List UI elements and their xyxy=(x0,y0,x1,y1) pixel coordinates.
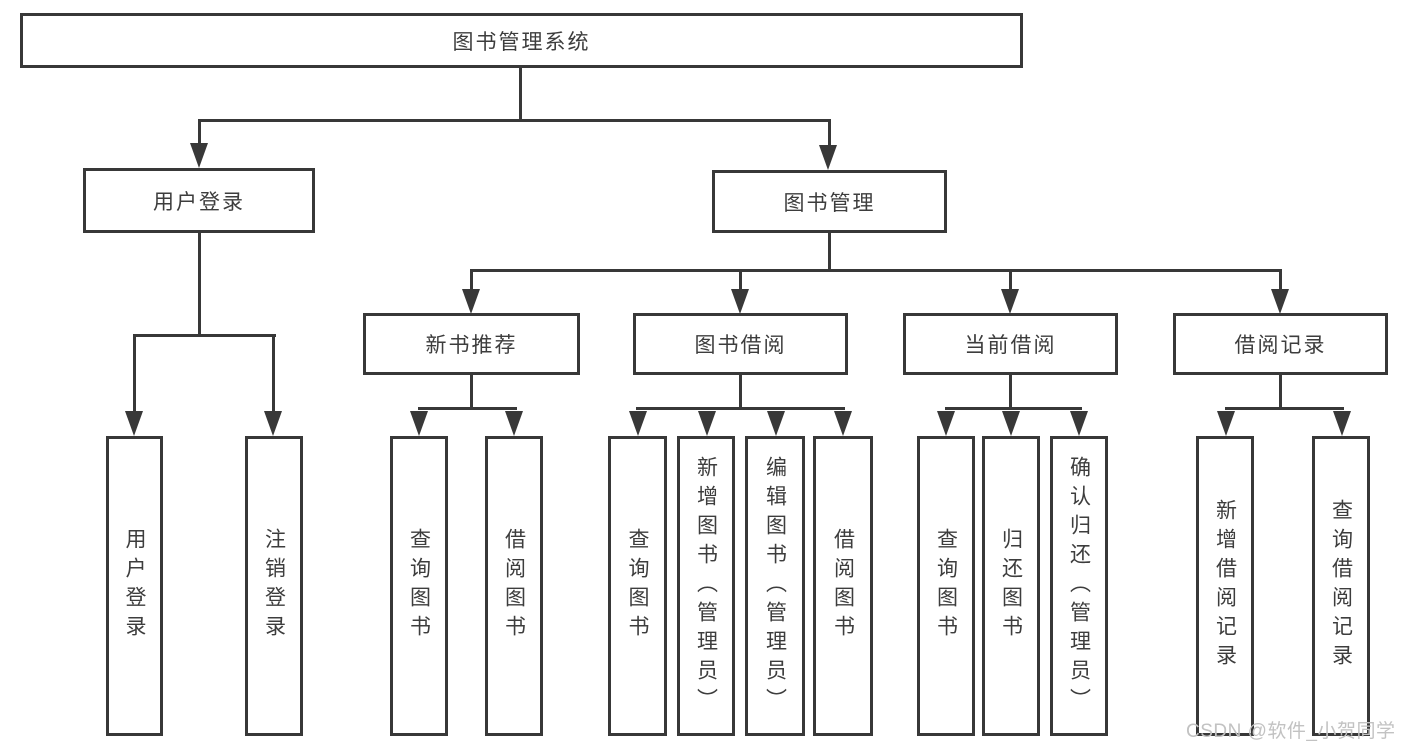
connector-book-mgmt-stub xyxy=(828,233,831,271)
leaf-current-query-book: 查询图书 xyxy=(917,436,975,736)
leaf-edit-book-admin: 编辑图书（管理员） xyxy=(745,436,805,736)
connector-book-mgmt-rail xyxy=(470,269,1282,272)
leaf-borrow-book-label: 借阅图书 xyxy=(831,528,855,644)
leaf-query-borrow-record-label: 查询借阅记录 xyxy=(1329,499,1353,673)
arrow-down xyxy=(190,143,208,168)
node-borrow-records-label: 借阅记录 xyxy=(1234,334,1327,357)
connector-stem xyxy=(133,336,136,412)
node-current-borrow: 当前借阅 xyxy=(903,313,1118,375)
leaf-recommend-borrow-book-label: 借阅图书 xyxy=(502,528,526,644)
node-root-label: 图书管理系统 xyxy=(452,30,591,54)
leaf-add-book-admin: 新增图书（管理员） xyxy=(677,436,735,736)
arrow-down xyxy=(505,411,523,436)
connector-stub xyxy=(1009,375,1012,409)
connector-rail xyxy=(1225,407,1344,410)
connector-rail xyxy=(418,407,517,410)
arrow-down xyxy=(698,411,716,436)
arrow-down xyxy=(410,411,428,436)
leaf-add-book-admin-label: 新增图书（管理员） xyxy=(694,455,718,717)
arrow-down xyxy=(1070,411,1088,436)
leaf-return-book: 归还图书 xyxy=(982,436,1040,736)
csdn-watermark: CSDN @软件_小贺同学 xyxy=(1186,721,1396,742)
leaf-logout: 注销登录 xyxy=(245,436,303,736)
node-book-management-label: 图书管理 xyxy=(783,191,876,215)
arrow-down xyxy=(1001,289,1019,314)
leaf-return-book-label: 归还图书 xyxy=(999,528,1023,644)
arrow-down xyxy=(629,411,647,436)
node-new-book-recommend: 新书推荐 xyxy=(363,313,580,375)
arrow-down xyxy=(1271,289,1289,314)
node-user-login: 用户登录 xyxy=(83,168,315,233)
leaf-borrow-query-book: 查询图书 xyxy=(608,436,667,736)
leaf-borrow-book: 借阅图书 xyxy=(813,436,873,736)
arrow-down xyxy=(819,145,837,170)
leaf-confirm-return-admin-label: 确认归还（管理员） xyxy=(1067,455,1091,717)
connector-stub xyxy=(1279,375,1282,409)
leaf-recommend-borrow-book: 借阅图书 xyxy=(485,436,543,736)
leaf-confirm-return-admin: 确认归还（管理员） xyxy=(1050,436,1108,736)
arrow-down xyxy=(834,411,852,436)
arrow-down xyxy=(937,411,955,436)
leaf-query-borrow-record: 查询借阅记录 xyxy=(1312,436,1370,736)
node-user-login-label: 用户登录 xyxy=(153,190,245,214)
leaf-user-login-label: 用户登录 xyxy=(123,528,146,644)
connector-rail xyxy=(636,407,845,410)
arrow-down xyxy=(767,411,785,436)
leaf-add-borrow-record-label: 新增借阅记录 xyxy=(1213,499,1237,673)
arrow-down xyxy=(462,289,480,314)
arrow-down xyxy=(1002,411,1020,436)
node-current-borrow-label: 当前借阅 xyxy=(964,334,1057,357)
node-book-borrow-label: 图书借阅 xyxy=(694,334,787,357)
connector-stem xyxy=(470,271,473,291)
connector-rail xyxy=(945,407,1082,410)
connector-stem xyxy=(1009,271,1012,291)
leaf-user-login: 用户登录 xyxy=(106,436,163,736)
connector-stem xyxy=(198,120,201,146)
leaf-edit-book-admin-label: 编辑图书（管理员） xyxy=(763,455,787,717)
node-root: 图书管理系统 xyxy=(20,13,1023,68)
node-new-book-recommend-label: 新书推荐 xyxy=(425,334,518,357)
node-book-borrow: 图书借阅 xyxy=(633,313,848,375)
connector-stem xyxy=(739,271,742,291)
leaf-add-borrow-record: 新增借阅记录 xyxy=(1196,436,1254,736)
connector-stem xyxy=(828,120,831,146)
arrow-down xyxy=(731,289,749,314)
connector-stem xyxy=(272,336,275,412)
connector-user-login-rail xyxy=(133,334,276,337)
connector-user-login-stub xyxy=(198,233,201,336)
node-borrow-records: 借阅记录 xyxy=(1173,313,1388,375)
leaf-borrow-query-book-label: 查询图书 xyxy=(626,528,649,644)
connector-root-stub xyxy=(519,68,522,120)
arrow-down xyxy=(1217,411,1235,436)
connector-stem xyxy=(1279,271,1282,291)
node-book-management: 图书管理 xyxy=(712,170,947,233)
leaf-current-query-book-label: 查询图书 xyxy=(934,528,958,644)
arrow-down xyxy=(264,411,282,436)
connector-root-rail xyxy=(198,119,831,122)
leaf-recommend-query-book-label: 查询图书 xyxy=(407,528,431,644)
leaf-recommend-query-book: 查询图书 xyxy=(390,436,448,736)
connector-stub xyxy=(470,375,473,409)
connector-stub xyxy=(739,375,742,409)
arrow-down xyxy=(1333,411,1351,436)
arrow-down xyxy=(125,411,143,436)
leaf-logout-label: 注销登录 xyxy=(262,528,286,644)
